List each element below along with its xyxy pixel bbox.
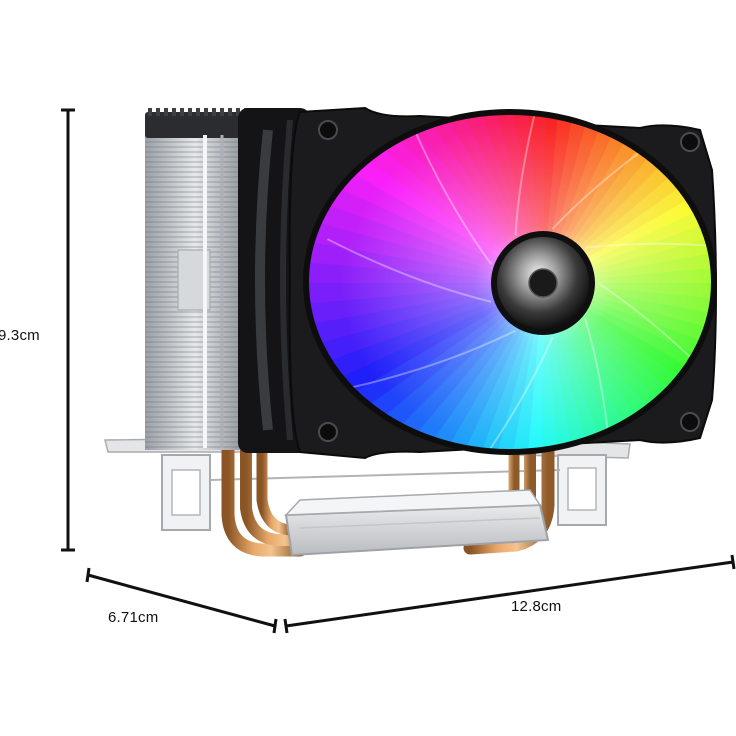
dimension-label-depth: 6.71cm	[108, 609, 159, 626]
dimension-line-depth	[85, 567, 278, 634]
aluminum-fin-stack	[145, 108, 255, 450]
rgb-fan	[238, 106, 718, 460]
dimension-label-height: 9.3cm	[0, 327, 40, 344]
heatsink-base	[284, 489, 550, 557]
dimension-label-width: 12.8cm	[511, 598, 562, 615]
dimension-line-width	[283, 554, 736, 634]
screw-hole-icon	[680, 412, 700, 432]
screw-hole-icon	[318, 120, 338, 140]
screw-hole-icon	[318, 422, 338, 442]
dimension-line-height	[61, 108, 75, 552]
screw-hole-icon	[680, 132, 700, 152]
